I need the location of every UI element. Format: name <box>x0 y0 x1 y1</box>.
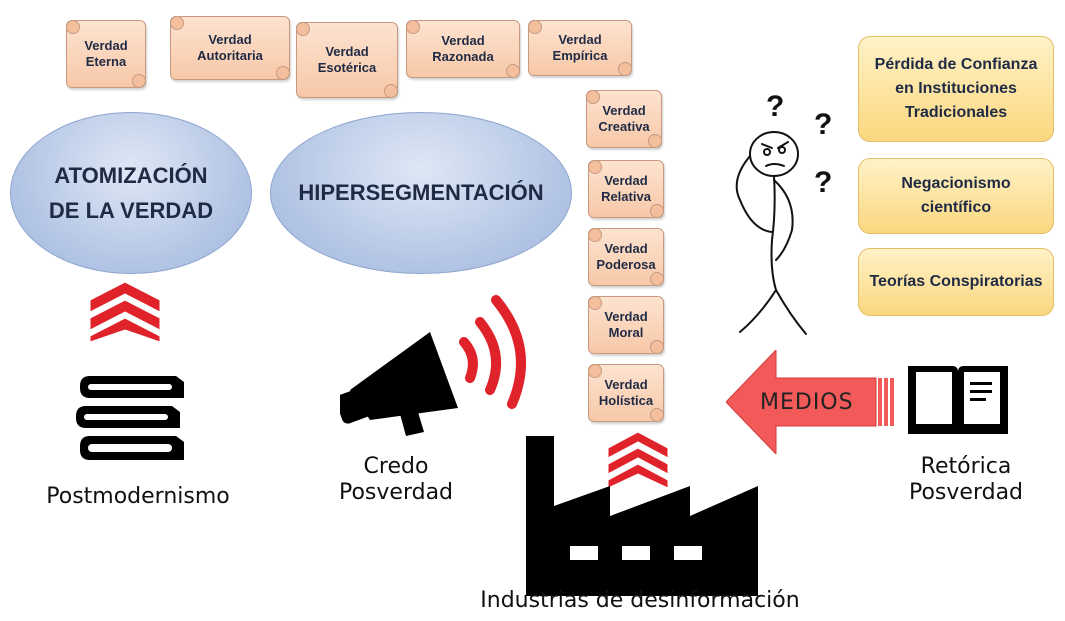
consequence-label: Pérdida de Confianza en Instituciones Tr… <box>874 56 1038 121</box>
consequence-box-negacionismo: Negacionismo científico <box>858 158 1054 234</box>
truth-scroll-creativa: Verdad Creativa <box>586 90 662 148</box>
ellipse-hipersegmentacion-label: HIPERSEGMENTACIÓN <box>298 180 544 205</box>
medios-arrow-label: MEDIOS <box>760 390 854 415</box>
truth-scroll-razonada: Verdad Razonada <box>406 20 520 78</box>
question-mark-3: ? <box>814 166 833 199</box>
truth-scroll-poderosa: Verdad Poderosa <box>588 228 664 286</box>
truth-label: Verdad Poderosa <box>596 240 656 272</box>
truth-label: Verdad Creativa <box>598 102 650 134</box>
truth-label: Verdad Eterna <box>84 37 128 69</box>
ellipse-atomizacion: ATOMIZACIÓN DE LA VERDAD <box>10 112 252 274</box>
consequence-box-perdida-confianza: Pérdida de Confianza en Instituciones Tr… <box>858 36 1054 142</box>
double-chevron-up-icon <box>608 431 668 488</box>
truth-label: Verdad Empírica <box>552 31 608 63</box>
truth-label: Verdad Razonada <box>432 32 494 64</box>
consequence-label: Teorías Conspiratorias <box>869 273 1043 290</box>
stick-figure-icon <box>735 131 807 335</box>
caption-credo-posverdad: Credo Posverdad <box>338 454 454 506</box>
truth-scroll-moral: Verdad Moral <box>588 296 664 354</box>
books-stack-icon <box>76 376 184 460</box>
truth-scroll-eterna: Verdad Eterna <box>66 20 146 88</box>
truth-label: Verdad Relativa <box>601 172 651 204</box>
truth-scroll-esoterica: Verdad Esotérica <box>296 22 398 98</box>
caption-industrias-desinformacion: Industrias de desinformación <box>480 588 800 613</box>
consequence-box-teorias: Teorías Conspiratorias <box>858 248 1054 316</box>
truth-label: Verdad Holística <box>598 376 654 408</box>
question-mark-2: ? <box>814 108 833 141</box>
caption-postmodernismo: Postmodernismo <box>46 484 230 509</box>
open-book-icon <box>908 366 1008 434</box>
consequence-label: Negacionismo científico <box>901 175 1011 216</box>
question-mark-1: ? <box>766 90 785 123</box>
factory-icon <box>526 436 758 596</box>
caption-retorica-posverdad: Retórica Posverdad <box>908 454 1024 506</box>
truth-label: Verdad Esotérica <box>317 43 377 75</box>
megaphone-icon <box>340 295 526 436</box>
ellipse-hipersegmentacion: HIPERSEGMENTACIÓN <box>270 112 572 274</box>
medios-arrow <box>726 350 894 454</box>
truth-scroll-autoritaria: Verdad Autoritaria <box>170 16 290 80</box>
truth-scroll-empirica: Verdad Empírica <box>528 20 632 76</box>
truth-scroll-holistica: Verdad Holística <box>588 364 664 422</box>
ellipse-atomizacion-label: ATOMIZACIÓN DE LA VERDAD <box>48 162 214 223</box>
truth-label: Verdad Moral <box>604 308 648 340</box>
double-chevron-up-icon <box>90 281 160 342</box>
truth-scroll-relativa: Verdad Relativa <box>588 160 664 218</box>
truth-label: Verdad Autoritaria <box>197 31 263 63</box>
